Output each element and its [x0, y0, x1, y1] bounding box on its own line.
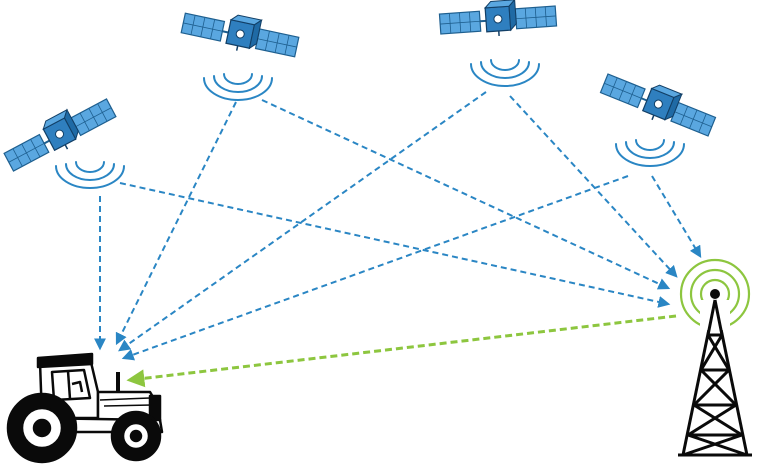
- signal-path-tower-to-tractor: [126, 314, 677, 388]
- signal-paths: [94, 91, 702, 388]
- satellite-4: [597, 64, 720, 143]
- radio-tower: [678, 258, 752, 457]
- satellite-3: [437, 0, 558, 42]
- satellite-icon: [178, 3, 302, 64]
- tractor: [6, 352, 164, 464]
- signal-waves-icon: [470, 59, 540, 87]
- signal-path-sat-1-to-tower: [119, 182, 671, 308]
- satellite-2: [178, 3, 302, 64]
- antenna-tip-icon: [710, 289, 720, 299]
- satellite-4-waves: [615, 139, 685, 167]
- signal-waves-icon: [203, 73, 273, 101]
- signal-path-sat-3-to-tower: [509, 95, 678, 278]
- satellite-icon: [0, 89, 120, 178]
- signal-path-sat-2-to-tower: [261, 99, 671, 290]
- satellite-2-waves: [203, 73, 273, 101]
- signal-path-sat-3-to-tractor: [118, 91, 487, 352]
- satellite-3-waves: [470, 59, 540, 87]
- satellite-1-waves: [55, 161, 125, 189]
- satellite-icon: [597, 64, 720, 143]
- signal-path-sat-4-to-tower: [651, 175, 702, 259]
- satellite-1: [0, 89, 120, 178]
- signal-waves-icon: [55, 161, 125, 189]
- tractor-icon: [6, 352, 164, 464]
- signal-path-sat-2-to-tractor: [115, 101, 237, 346]
- signal-waves-icon: [615, 139, 685, 167]
- satellite-icon: [437, 0, 558, 42]
